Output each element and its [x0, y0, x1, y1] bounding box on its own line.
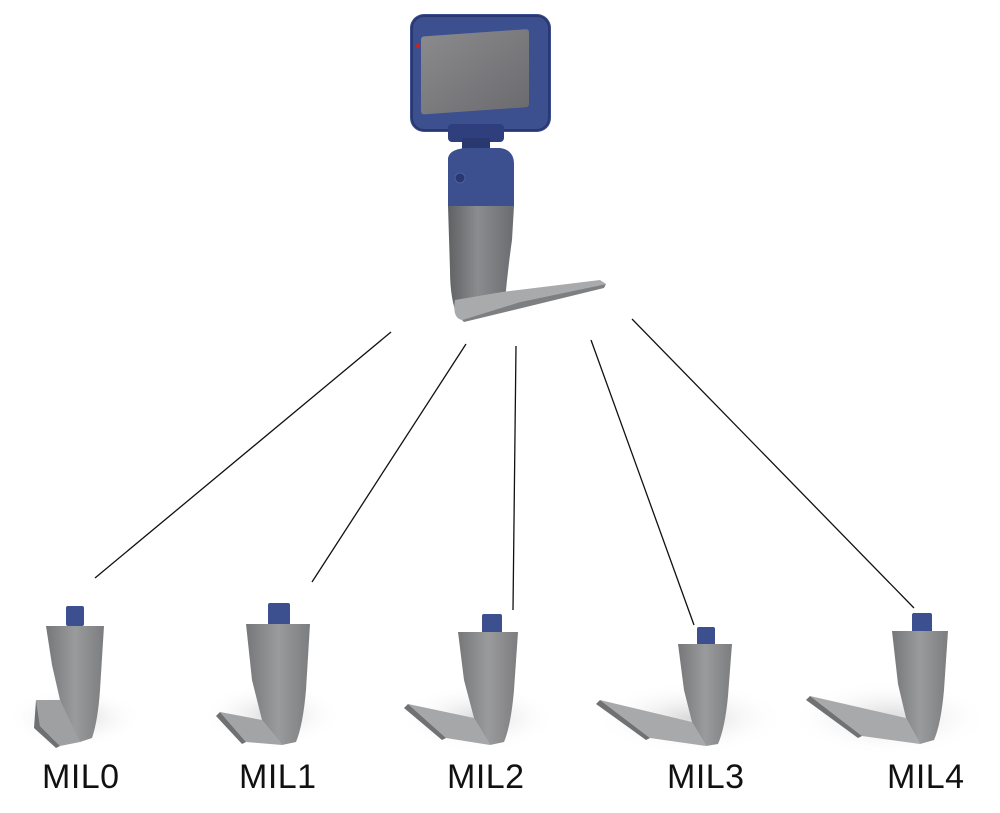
handle-body: [448, 206, 514, 318]
blade-mil0: [7, 606, 143, 748]
blade-connector: [912, 613, 932, 633]
blade-label-mil4: MIL4: [887, 758, 965, 796]
blade-mil4: [790, 613, 990, 756]
blade-connector: [66, 606, 84, 626]
blade-connector: [697, 627, 715, 645]
blade-mil2: [400, 614, 556, 752]
power-button-icon: [454, 172, 466, 184]
handle-top: [448, 148, 514, 206]
blade-label-mil0: MIL0: [42, 758, 120, 796]
connector-line-1: [311, 343, 467, 583]
blade-label-mil3: MIL3: [667, 758, 745, 796]
connector-line-4: [631, 318, 915, 609]
connector-line-2: [512, 345, 517, 611]
blade-mil3: [594, 627, 786, 754]
monitor-hinge: [448, 124, 504, 142]
blade-connector: [482, 614, 502, 634]
monitor-screen: [421, 29, 529, 115]
connector-line-3: [590, 339, 695, 626]
connector-line-0: [94, 331, 392, 579]
connector-lines: [94, 318, 915, 626]
power-light: [415, 43, 421, 49]
blade-connector: [268, 603, 290, 625]
video-laryngoscope: [410, 14, 606, 322]
blade-label-mil1: MIL1: [239, 758, 317, 796]
blade-label-mil2: MIL2: [447, 758, 525, 796]
device-blade: [454, 280, 606, 320]
blade-mil1: [202, 603, 342, 747]
